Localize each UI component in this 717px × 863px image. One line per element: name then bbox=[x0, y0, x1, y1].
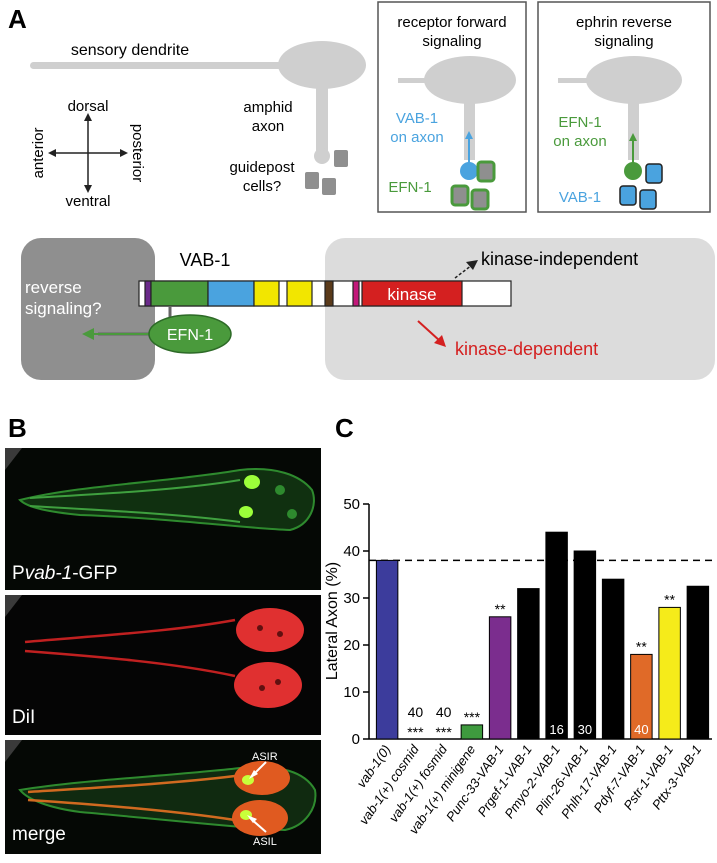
panel-a-letter: A bbox=[8, 4, 27, 34]
efn1-ligand-label: EFN-1 bbox=[167, 327, 213, 344]
count-label: 16 bbox=[549, 722, 563, 737]
sensory-dendrite-label: sensory dendrite bbox=[71, 42, 189, 59]
dii-image-label: DiI bbox=[12, 707, 35, 728]
bar bbox=[375, 559, 399, 740]
bar bbox=[658, 606, 681, 740]
count-label: 40 bbox=[408, 704, 424, 720]
significance-marker: *** bbox=[435, 724, 452, 740]
amphid-label-2: axon bbox=[252, 118, 285, 135]
count-label: 40 bbox=[634, 722, 648, 737]
bar bbox=[460, 724, 484, 740]
significance-marker: *** bbox=[407, 724, 424, 740]
forward-partner: EFN-1 bbox=[388, 179, 431, 196]
bar bbox=[545, 531, 568, 740]
y-tick-label: 50 bbox=[343, 496, 360, 513]
bar bbox=[601, 578, 625, 740]
compass-posterior: posterior bbox=[129, 124, 146, 182]
compass-ventral: ventral bbox=[65, 193, 110, 210]
kinase-dependent-arrowhead bbox=[434, 335, 446, 347]
efn1-ligand bbox=[148, 314, 232, 354]
reverse-partner: VAB-1 bbox=[559, 189, 601, 206]
dii-image bbox=[5, 595, 321, 735]
asir-label: ASIR bbox=[252, 751, 278, 763]
bar bbox=[517, 588, 540, 740]
reverse-axon-2: on axon bbox=[553, 133, 606, 150]
reverse-signaling-label-1: reverse bbox=[25, 278, 82, 297]
reverse-signaling-region-box bbox=[21, 238, 155, 380]
panel-b-letter: B bbox=[8, 413, 27, 443]
y-tick-label: 40 bbox=[343, 543, 360, 560]
forward-axon-1: VAB-1 bbox=[396, 110, 438, 127]
y-tick-label: 0 bbox=[352, 731, 360, 748]
y-tick-label: 10 bbox=[343, 684, 360, 701]
neuron-diagram bbox=[30, 41, 366, 195]
reverse-title-2: signaling bbox=[594, 33, 653, 50]
y-ticks: 0 10 20 30 40 50 bbox=[343, 496, 369, 748]
gfp-image bbox=[5, 448, 321, 590]
reverse-axon-1: EFN-1 bbox=[558, 114, 601, 131]
forward-title-1: receptor forward bbox=[397, 14, 506, 31]
reverse-signal-arrowhead bbox=[82, 328, 94, 340]
kinase-dependent-label: kinase-dependent bbox=[455, 339, 598, 359]
forward-axon-2: on axon bbox=[390, 129, 443, 146]
compass-anterior: anterior bbox=[30, 128, 47, 179]
merge-image-label: merge bbox=[12, 824, 66, 845]
y-tick-label: 30 bbox=[343, 590, 360, 607]
y-axis-label: Lateral Axon (%) bbox=[324, 562, 341, 680]
kinase-dependent-arrow bbox=[417, 320, 441, 342]
amphid-label-1: amphid bbox=[243, 99, 292, 116]
bar bbox=[686, 585, 710, 740]
guidepost-label-1: guidepost bbox=[229, 159, 295, 176]
asil-label: ASIL bbox=[253, 836, 277, 848]
vab1-protein-label: VAB-1 bbox=[180, 250, 231, 270]
compass-dorsal: dorsal bbox=[68, 98, 109, 115]
count-label: 30 bbox=[578, 722, 592, 737]
vab1-domain-bar bbox=[138, 280, 512, 307]
panel-c-letter: C bbox=[335, 413, 354, 443]
reverse-signaling-box bbox=[537, 1, 711, 213]
merge-image bbox=[5, 740, 321, 854]
y-tick-label: 20 bbox=[343, 637, 360, 654]
kinase-independent-arrow bbox=[454, 264, 473, 279]
kinase-domain-label: kinase bbox=[387, 285, 436, 304]
forward-signaling-box bbox=[377, 1, 527, 213]
guidepost-label-2: cells? bbox=[243, 178, 281, 195]
bar bbox=[630, 653, 653, 740]
significance-marker: ** bbox=[495, 601, 506, 617]
bar bbox=[573, 550, 597, 740]
reverse-signaling-label-2: signaling? bbox=[25, 299, 102, 318]
bar bbox=[488, 616, 512, 740]
gfp-image-label: Pvab-1-GFP bbox=[12, 563, 118, 584]
significance-marker: ** bbox=[664, 591, 675, 607]
kinase-independent-label: kinase-independent bbox=[481, 249, 638, 269]
kinase-region-box bbox=[325, 238, 715, 380]
forward-title-2: signaling bbox=[422, 33, 481, 50]
orientation-compass bbox=[48, 113, 128, 193]
kinase-independent-arrowhead bbox=[466, 260, 478, 270]
reverse-title-1: ephrin reverse bbox=[576, 14, 672, 31]
significance-marker: ** bbox=[636, 638, 647, 654]
significance-marker: *** bbox=[464, 709, 481, 725]
count-label: 40 bbox=[436, 704, 452, 720]
